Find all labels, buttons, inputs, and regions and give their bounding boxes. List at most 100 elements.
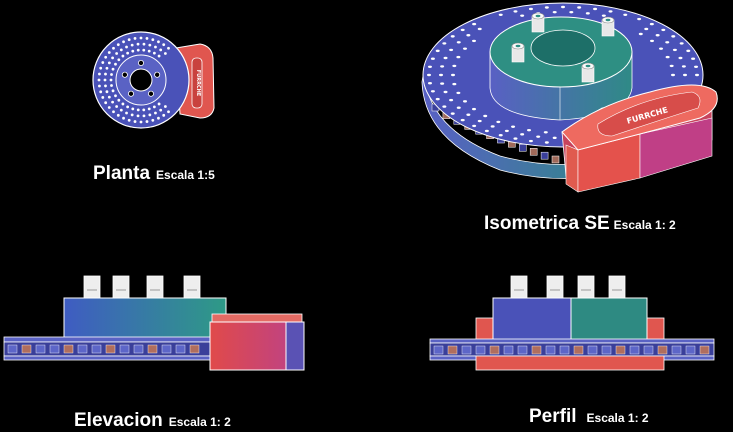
elevation-bolts [83, 275, 201, 299]
elevacion-title: Elevacion [74, 410, 163, 431]
bolt-hole [147, 90, 154, 97]
vent-hole [157, 116, 160, 120]
vent-hole [157, 40, 160, 44]
bolt [183, 275, 201, 299]
iso-hole [665, 41, 670, 44]
vent-slot [91, 344, 102, 354]
iso-hole [638, 32, 643, 36]
iso-hole [498, 13, 503, 16]
iso-hole [661, 28, 666, 32]
iso-hole [511, 125, 516, 128]
isometrica-title: Isometrica SE [484, 213, 610, 234]
vent-slot [559, 345, 570, 355]
iso-hole [543, 131, 548, 134]
vent-hole [109, 78, 113, 82]
vent-hole [145, 37, 149, 40]
iso-hole [456, 55, 461, 59]
iso-hole [671, 73, 675, 77]
iso-hole [671, 35, 676, 38]
vent-slot [545, 345, 556, 355]
iso-hole [498, 134, 503, 137]
iso-hole [477, 27, 482, 31]
vent-hole [104, 84, 107, 88]
vent-slot [699, 345, 710, 355]
iso-hole [686, 49, 691, 53]
vent-hole [130, 43, 134, 47]
vent-slot [133, 344, 144, 354]
vent-hole [111, 89, 115, 93]
iso-bolt-hole [535, 14, 541, 18]
iso-hole [601, 14, 606, 17]
vent-hole [136, 48, 140, 52]
iso-hole [460, 28, 465, 32]
vent-hole [121, 102, 125, 106]
vent-hole [148, 43, 152, 47]
iso-hole [679, 42, 684, 45]
bolt [83, 275, 101, 299]
iso-hole [430, 90, 435, 93]
bolt [577, 275, 595, 299]
iso-hole [440, 82, 445, 85]
vent-hole [142, 108, 146, 112]
vent-hole [136, 42, 140, 46]
vent-slot [615, 345, 626, 355]
vent-hole [110, 84, 113, 87]
vent-slot [643, 345, 654, 355]
vent-hole [139, 36, 143, 40]
vent-hole [130, 113, 134, 117]
isometric-caliper: FURRCHE [561, 84, 718, 193]
vent-hole [125, 45, 128, 49]
vent-hole [111, 100, 114, 104]
iso-hole [649, 22, 654, 26]
iso-hole [462, 47, 467, 50]
vent-hole [103, 78, 107, 82]
vent-hole [133, 120, 137, 123]
iso-hole [528, 139, 533, 143]
vent-hole [157, 54, 161, 58]
iso-hole [649, 39, 654, 43]
vent-hole [159, 108, 163, 112]
iso-hole [427, 81, 432, 85]
vent-slot [671, 345, 682, 355]
vent-hole [114, 94, 117, 98]
vent-hole [126, 105, 130, 109]
profile-caliper-front [475, 355, 665, 371]
elevation-caliper [209, 313, 305, 371]
vent-hole [157, 102, 161, 106]
vent-hole [107, 51, 111, 54]
iso-hole [450, 112, 455, 115]
vent-hole [139, 120, 143, 124]
iso-hole [644, 27, 649, 31]
iso-hole [456, 106, 461, 109]
bolt-hole [137, 60, 144, 67]
vent-hole [152, 51, 156, 55]
vent-hole [115, 52, 119, 55]
profile-vent-pattern [433, 345, 710, 355]
iso-slot [519, 144, 527, 152]
iso-hole [683, 73, 687, 77]
vent-hole [142, 42, 146, 46]
vent-hole [111, 67, 115, 71]
iso-hole [477, 119, 482, 123]
iso-hole [552, 10, 557, 14]
vent-hole [101, 61, 105, 64]
vent-slot [35, 344, 46, 354]
vent-hole [154, 111, 157, 115]
hub-bolts [121, 60, 161, 97]
iso-hole [513, 137, 518, 140]
ventilation-holes [97, 36, 170, 124]
iso-hole [451, 73, 455, 77]
vent-slot [21, 344, 32, 354]
vent-hole [122, 116, 125, 120]
iso-hole [544, 141, 549, 144]
iso-hole [472, 22, 477, 26]
iso-hole [593, 7, 598, 11]
bolt [546, 275, 564, 299]
iso-hole [552, 136, 557, 140]
elevacion-scale: Escala 1: 2 [168, 415, 231, 429]
iso-hole [439, 73, 443, 77]
iso-hole [561, 5, 565, 9]
vent-hole [162, 43, 166, 47]
